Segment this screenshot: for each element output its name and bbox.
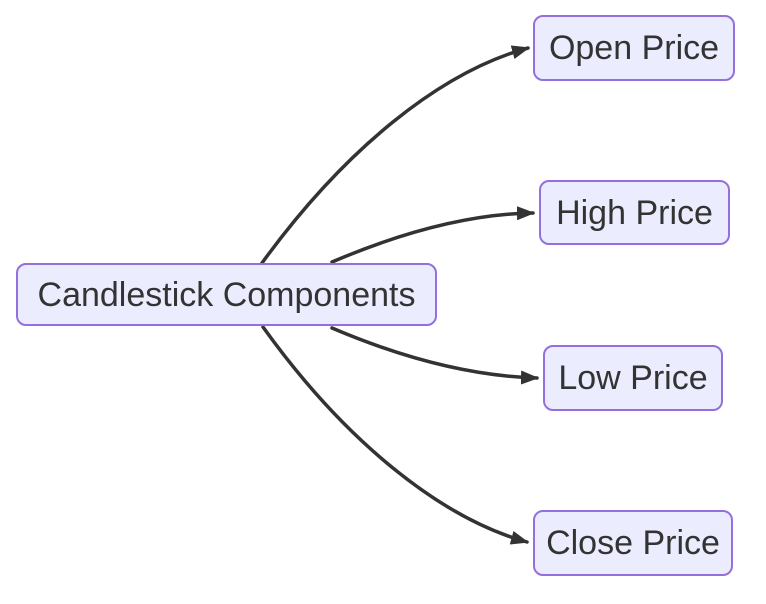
edge-root-to-low-price: [330, 326, 539, 385]
node-high-price: High Price: [539, 180, 730, 245]
node-close-price: Close Price: [533, 510, 733, 576]
node-close-price-label: Close Price: [546, 524, 720, 562]
node-open-price-label: Open Price: [548, 29, 720, 67]
node-candlestick-components-label: Candlestick Components: [37, 275, 416, 314]
node-high-price-label: High Price: [556, 193, 713, 232]
node-low-price: Low Price: [543, 345, 723, 411]
node-low-price-label: Low Price: [558, 359, 708, 397]
node-candlestick-components: Candlestick Components: [16, 263, 437, 326]
edge-root-to-open-price: [260, 45, 530, 265]
edge-root-to-high-price: [330, 206, 535, 264]
edge-root-to-close-price: [261, 325, 529, 545]
node-open-price: Open Price: [533, 15, 735, 81]
